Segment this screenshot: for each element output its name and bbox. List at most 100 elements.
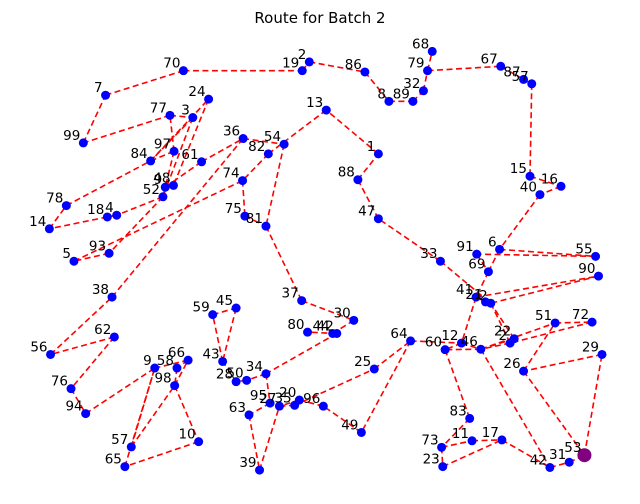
- node-label: 44: [313, 318, 330, 334]
- node-label: 20: [279, 385, 296, 401]
- route-node: [556, 181, 566, 191]
- node-label: 42: [530, 452, 547, 468]
- route-segment: [529, 175, 562, 188]
- route-segment: [70, 336, 115, 390]
- route-node: [384, 96, 394, 106]
- route-node: [44, 224, 54, 234]
- route-node: [126, 442, 136, 452]
- route-node: [279, 139, 289, 149]
- route-segment: [373, 340, 412, 370]
- route-node: [471, 292, 481, 302]
- route-node: [231, 377, 241, 387]
- route-segment: [111, 138, 244, 298]
- route-node: [356, 427, 366, 437]
- node-label: 45: [216, 293, 233, 309]
- node-label: 24: [188, 84, 205, 100]
- route-segment: [130, 367, 156, 448]
- node-label: 11: [452, 426, 469, 442]
- node-label: 90: [578, 261, 595, 277]
- node-label: 97: [154, 136, 171, 152]
- route-segment: [116, 196, 164, 216]
- route-segment: [201, 137, 244, 163]
- route-segment: [357, 153, 379, 181]
- node-label: 8: [377, 86, 386, 102]
- route-node: [496, 61, 506, 71]
- route-segment: [427, 65, 501, 72]
- route-node: [438, 462, 448, 472]
- node-label: 6: [488, 234, 497, 250]
- route-segment: [364, 71, 390, 102]
- node-label: 1: [367, 139, 376, 155]
- node-label: 78: [46, 191, 63, 207]
- route-node: [261, 369, 271, 379]
- route-node: [146, 156, 156, 166]
- route-node: [373, 149, 383, 159]
- node-label: 36: [223, 124, 240, 140]
- route-node: [261, 221, 271, 231]
- node-label: 51: [535, 308, 552, 324]
- node-label: 87: [503, 64, 520, 80]
- node-label: 95: [250, 388, 267, 404]
- route-segment: [555, 321, 593, 324]
- route-node: [112, 210, 122, 220]
- route-node: [457, 338, 466, 348]
- node-label: 9: [154, 172, 163, 188]
- node-label: 55: [575, 241, 592, 257]
- route-segment: [243, 137, 285, 146]
- node-label: 63: [229, 400, 246, 416]
- route-segment: [490, 302, 511, 344]
- route-segment: [498, 194, 541, 250]
- node-label: 82: [248, 139, 265, 155]
- route-node: [440, 345, 450, 355]
- route-node: [46, 349, 56, 359]
- route-node: [472, 249, 482, 259]
- route-node: [61, 201, 71, 211]
- route-segment: [172, 98, 210, 186]
- route-segment: [357, 179, 380, 220]
- node-label: 35: [274, 390, 291, 406]
- route-node: [238, 176, 248, 186]
- route-node: [303, 327, 313, 337]
- route-node: [483, 267, 493, 277]
- node-label: 33: [420, 246, 437, 262]
- route-node: [427, 46, 437, 56]
- node-label: 42: [317, 318, 334, 334]
- node-label: 5: [62, 246, 71, 262]
- node-label: 14: [29, 214, 46, 230]
- node-label: 56: [30, 339, 47, 355]
- node-label: 99: [63, 128, 80, 144]
- route-node: [197, 157, 207, 167]
- route-node: [107, 292, 117, 302]
- route-node: [353, 175, 363, 185]
- node-label: 15: [510, 161, 527, 177]
- route-node: [467, 436, 477, 446]
- node-label: 91: [457, 239, 474, 255]
- route-node: [369, 364, 379, 374]
- node-label: 70: [163, 56, 180, 72]
- node-label: 65: [105, 452, 122, 468]
- node-label: 48: [153, 170, 170, 186]
- route-node: [170, 381, 180, 391]
- node-label: 28: [216, 367, 233, 383]
- route-segment: [241, 153, 269, 182]
- node-label: 2: [298, 47, 307, 63]
- route-segment: [105, 69, 184, 96]
- node-label: 93: [89, 238, 106, 254]
- route-node: [274, 401, 284, 411]
- route-segment: [258, 405, 281, 471]
- node-label: 30: [334, 305, 351, 321]
- node-label: 39: [239, 455, 256, 471]
- route-node: [102, 212, 112, 222]
- node-label: 57: [111, 432, 128, 448]
- route-segment: [322, 405, 362, 434]
- route-segment: [325, 109, 379, 155]
- route-segment: [441, 417, 471, 448]
- route-node: [304, 57, 314, 67]
- node-label: 59: [193, 300, 210, 316]
- node-label: 2: [479, 288, 488, 304]
- route-node: [332, 328, 342, 338]
- route-node: [183, 355, 193, 365]
- route-segment: [154, 359, 189, 369]
- route-node: [497, 435, 507, 445]
- route-segment: [490, 302, 515, 340]
